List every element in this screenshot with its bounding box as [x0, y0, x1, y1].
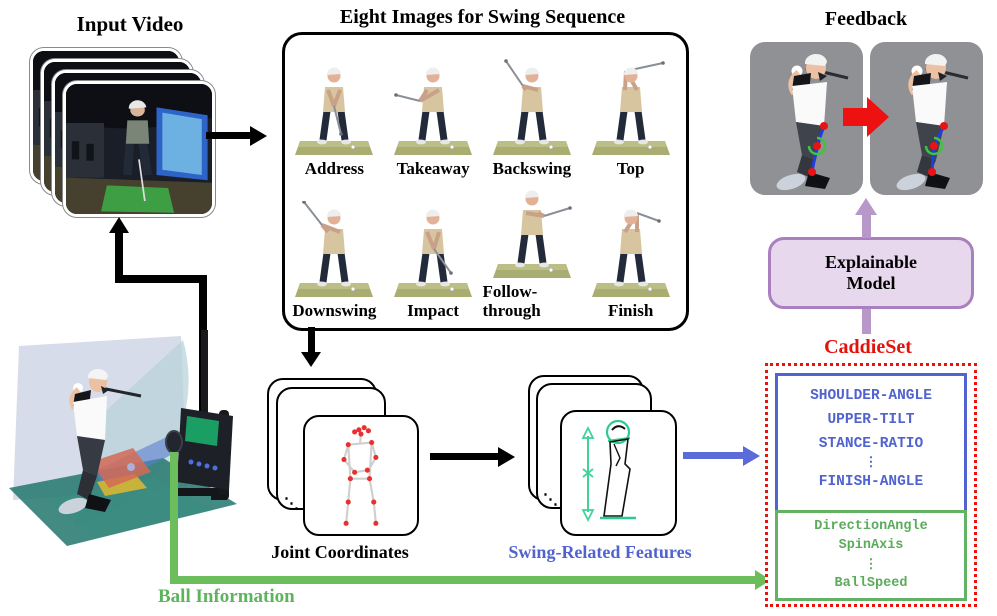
sequence-cell: Address: [285, 38, 384, 180]
sequence-grid: Address Takeaway Backswing: [285, 38, 680, 322]
feature-item: SpinAxis: [838, 538, 904, 553]
feature-item: SHOULDER-ANGLE: [810, 388, 932, 404]
pose-skeleton-icon: [305, 425, 417, 534]
stage-label: Downswing: [292, 301, 377, 320]
sequence-cell: Follow-through: [483, 180, 582, 322]
connector-caddieset-to-model: [862, 303, 871, 334]
stage-label: Top: [616, 159, 645, 178]
golfer-pose-icon: [492, 59, 572, 159]
ball-information-label: Ball Information: [158, 586, 295, 607]
arrow-joints-to-features-head: [498, 447, 515, 467]
stage-label: Impact: [407, 301, 460, 320]
explainable-model-line1: Explainable: [824, 252, 918, 272]
golf-simulator-illustration: [5, 330, 255, 582]
joint-coordinates-label: Joint Coordinates: [271, 542, 409, 562]
explainable-model-line2: Model: [846, 273, 896, 293]
feature-item: FINISH-ANGLE: [818, 474, 924, 490]
feedback-title: Feedback: [824, 8, 908, 30]
sequence-cell: Takeaway: [384, 38, 483, 180]
feature-item: BallSpeed: [834, 576, 908, 591]
golfer-pose-icon: [393, 59, 473, 159]
arrow-model-to-feedback-head: [855, 198, 877, 215]
arrow-ball-info-seg1: [170, 452, 178, 584]
caddieset-label: CaddieSet: [824, 336, 912, 358]
golfer-pose-icon: [591, 59, 671, 159]
sequence-cell: Impact: [384, 180, 483, 322]
arrow-video-to-sequence-head: [250, 126, 267, 146]
arrow-video-to-sequence: [206, 132, 250, 139]
golfer-pose-icon: [492, 182, 572, 282]
feature-item: DirectionAngle: [814, 519, 928, 534]
arrow-features-to-caddieset-head: [743, 446, 760, 466]
stage-label: Takeaway: [396, 159, 470, 178]
joint-card-front: [303, 415, 419, 536]
input-video-title: Input Video: [76, 12, 184, 36]
feature-annotations-icon: [581, 419, 636, 523]
arrow-features-to-caddieset: [683, 452, 743, 459]
arrow-sequence-to-joints-head: [301, 352, 321, 367]
sequence-cell: Downswing: [285, 180, 384, 322]
feature-item: STANCE-RATIO: [818, 436, 924, 452]
arrow-sim-to-video-seg3: [115, 233, 123, 278]
video-frame: [63, 81, 215, 217]
vertical-ellipsis: ⋮: [864, 557, 878, 572]
arrow-model-to-feedback: [862, 214, 871, 238]
feedback-after-image: [870, 42, 983, 195]
sequence-cell: Backswing: [483, 38, 582, 180]
golfer-pose-icon: [294, 201, 374, 301]
feature-item: UPPER-TILT: [827, 412, 915, 428]
swing-features-label: Swing-Related Features: [508, 542, 692, 562]
arrow-sim-to-video-seg2: [115, 275, 207, 283]
golfer-cartoon: [58, 368, 142, 515]
arrow-joints-to-features: [430, 453, 498, 460]
stage-label: Finish: [607, 301, 654, 320]
caddieset-box: SHOULDER-ANGLE UPPER-TILT STANCE-RATIO ⋮…: [765, 363, 977, 607]
stack-ellipsis-icon: ⋱: [543, 492, 559, 508]
explainable-model-box: Explainable Model: [768, 237, 974, 309]
golfer-pose-icon: [294, 59, 374, 159]
feature-card-front: [560, 410, 677, 536]
stage-label: Follow-through: [482, 282, 541, 320]
arrow-sim-to-video-head: [109, 217, 129, 233]
golfer-pose-icon: [591, 201, 671, 301]
sequence-cell: Top: [581, 38, 680, 180]
stack-ellipsis-icon: ⋱: [284, 496, 300, 512]
vertical-ellipsis: ⋮: [864, 455, 878, 470]
red-improvement-arrow: [843, 97, 889, 137]
golfer-pose-icon: [393, 201, 473, 301]
stage-label: Address: [304, 159, 364, 178]
ball-feature-list: DirectionAngle SpinAxis ⋮ BallSpeed: [775, 510, 967, 601]
arrow-ball-info-seg2: [170, 576, 757, 584]
launch-monitor-icon: [165, 330, 233, 500]
arrow-sequence-to-joints: [308, 327, 315, 353]
stage-label: Backswing: [492, 159, 572, 178]
swing-feature-list: SHOULDER-ANGLE UPPER-TILT STANCE-RATIO ⋮…: [775, 373, 967, 517]
sequence-cell: Finish: [581, 180, 680, 322]
sequence-title: Eight Images for Swing Sequence: [339, 6, 626, 28]
